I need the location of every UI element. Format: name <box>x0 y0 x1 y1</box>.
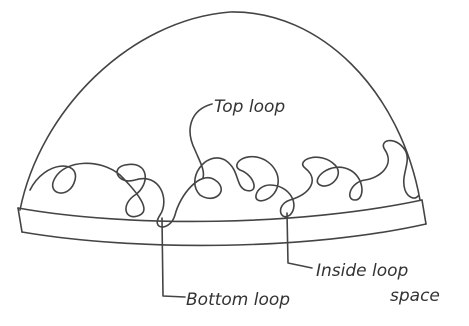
bottom-loop-label: Bottom loop <box>186 290 290 310</box>
bottom-loop-leader <box>162 218 185 297</box>
top-loop-label: Top loop <box>214 97 285 117</box>
meander-loop-line <box>30 141 418 227</box>
brim-right-edge <box>422 200 426 224</box>
inside-loop-space-label-line2: space <box>390 286 440 306</box>
inside-loop-space-label-line1: Inside loop <box>316 261 409 281</box>
brim-bottom-line <box>22 224 426 245</box>
brim-top-line <box>18 200 422 221</box>
brim-left-edge <box>18 208 22 232</box>
